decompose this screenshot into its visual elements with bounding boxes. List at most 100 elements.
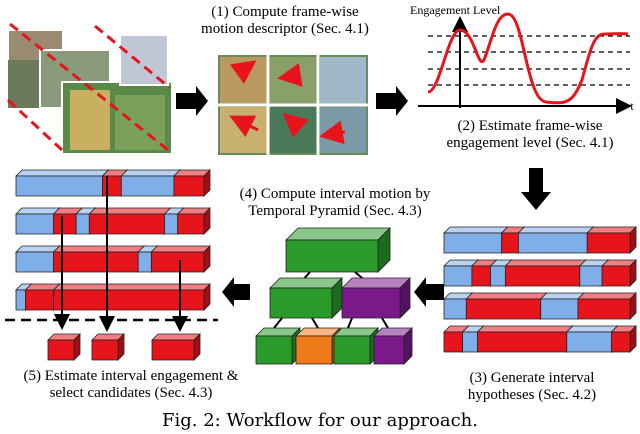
selection-bar-0-seg-0 xyxy=(15,169,110,197)
candidate-2-top xyxy=(151,333,201,341)
arrow-right-1 xyxy=(176,86,208,116)
pyramid-level-1-left xyxy=(269,277,343,319)
selection-bar-3-seg-2-top xyxy=(52,283,211,291)
selection-bar-3-seg-1-front xyxy=(24,289,54,311)
selection-bar-2-seg-3-front xyxy=(150,251,205,273)
hypothesis-bar-1-seg-4-front xyxy=(579,265,603,287)
pyramid-level-2-c xyxy=(333,327,379,365)
hypothesis-bar-1-seg-5-front xyxy=(601,265,631,287)
hypothesis-bar-0-seg-3 xyxy=(586,226,637,254)
selection-bar-0-seg-2-top xyxy=(120,169,181,177)
hypothesis-bar-0-seg-3-top xyxy=(586,226,637,234)
step3-line2: hypotheses (Sec. 4.2) xyxy=(467,387,597,403)
hypothesis-bar-3-seg-3 xyxy=(565,325,619,353)
hypothesis-bar-3-seg-4 xyxy=(610,325,637,353)
arrow-left-1 xyxy=(414,277,444,307)
selection-bar-2-seg-1 xyxy=(52,245,146,273)
hypothesis-bar-2-seg-0-front xyxy=(443,298,467,320)
hypothesis-bar-0-seg-3-front xyxy=(586,232,631,254)
hypothesis-bar-3-seg-2 xyxy=(476,325,574,353)
selection-bar-2-seg-1-top xyxy=(52,245,146,253)
step1-line2: motion descriptor (Sec. 4.1) xyxy=(201,21,369,37)
arrow-down xyxy=(521,168,551,210)
candidate-1 xyxy=(91,333,125,361)
step2-label: (2) Estimate frame-wise engagement level… xyxy=(420,118,640,152)
selection-bar-0-seg-2-front xyxy=(120,175,175,197)
plot-xlabel: t xyxy=(630,99,634,113)
step4-line1: (4) Compute interval motion by xyxy=(239,186,431,202)
hypothesis-bar-3-seg-2-top xyxy=(476,325,574,333)
hypothesis-bar-3-seg-1-front xyxy=(462,331,478,353)
selection-bar-2-seg-0-front xyxy=(15,251,54,273)
pyramid-level-2-b-front xyxy=(295,335,333,365)
pyramid-level-0-top xyxy=(285,227,391,241)
candidate-2-front xyxy=(151,339,195,361)
selection-bar-0-seg-3 xyxy=(172,169,211,197)
pyramid-level-1-left-front xyxy=(269,287,333,319)
selection-bar-1-seg-0 xyxy=(15,207,61,235)
selection-bar-2-seg-3-top xyxy=(150,245,211,253)
hypothesis-bar-2-seg-3 xyxy=(576,292,637,320)
pyramid-level-2-a-front xyxy=(255,335,293,365)
pyramid-level-1-right-front xyxy=(341,287,401,319)
selection-bar-2-seg-2-front xyxy=(137,251,152,273)
candidate-1-front xyxy=(91,339,119,361)
hypothesis-bar-1-seg-2-front xyxy=(490,265,506,287)
hypothesis-bar-3-seg-2-front xyxy=(477,331,568,353)
arrow-left-2 xyxy=(222,277,250,307)
plot-ylabel: Engagement Level xyxy=(410,3,501,17)
step4-line2: Temporal Pyramid (Sec. 4.3) xyxy=(248,203,422,219)
hypothesis-bar-1-seg-3 xyxy=(504,259,587,287)
hypothesis-bar-0-seg-2 xyxy=(517,226,595,254)
selection-bar-3-seg-2 xyxy=(52,283,211,311)
selection-bar-1-seg-2-front xyxy=(75,213,90,235)
hypothesis-bar-1-seg-3-front xyxy=(504,265,581,287)
pyramid-level-1-right xyxy=(341,277,411,319)
pyramid-level-0 xyxy=(285,227,391,273)
engagement-plot xyxy=(418,12,632,114)
pyramid-level-0-front xyxy=(285,239,379,273)
hypothesis-bar-0-seg-1-front xyxy=(501,232,519,254)
selection-bar-1-seg-3-front xyxy=(88,213,165,235)
selection-bar-1-seg-1-front xyxy=(53,213,77,235)
pyramid-level-2-a xyxy=(255,327,301,365)
step2-line1: (2) Estimate frame-wise xyxy=(457,118,603,134)
interval-hypotheses xyxy=(443,226,637,353)
figure-caption: Fig. 2: Workflow for our approach. xyxy=(162,410,478,431)
step5-label: (5) Estimate interval engagement & selec… xyxy=(0,368,262,402)
hypothesis-bar-1-seg-5 xyxy=(601,259,637,287)
step3-label: (3) Generate interval hypotheses (Sec. 4… xyxy=(432,370,632,404)
step5-line1: (5) Estimate interval engagement & xyxy=(23,368,239,384)
hypothesis-bar-3-seg-3-top xyxy=(565,325,619,333)
arrow-right-2 xyxy=(376,86,408,116)
hypothesis-bar-2-seg-1-front xyxy=(465,298,542,320)
step5-line2: select candidates (Sec. 4.3) xyxy=(49,385,213,401)
hypothesis-bar-0-seg-0-top xyxy=(443,226,509,234)
candidate-0-front xyxy=(47,339,75,361)
hypothesis-bar-2-seg-3-front xyxy=(577,298,631,320)
step4-label: (4) Compute interval motion by Temporal … xyxy=(220,186,450,220)
engagement-curve xyxy=(427,12,629,105)
candidate-2 xyxy=(151,333,201,361)
selection-bar-1-seg-5-front xyxy=(177,213,205,235)
selection-bar-0-seg-2 xyxy=(120,169,181,197)
pyramid-level-2-d xyxy=(373,327,413,365)
hypothesis-bar-1-seg-1-front xyxy=(471,265,491,287)
pyramid-level-1-left-top xyxy=(269,277,343,289)
hypothesis-bar-1-seg-3-top xyxy=(504,259,587,267)
hypothesis-bar-1-seg-0-front xyxy=(443,265,473,287)
step3-line1: (3) Generate interval xyxy=(469,370,595,386)
selection-bar-2-seg-0 xyxy=(15,245,61,273)
selection-bar-2-seg-1-front xyxy=(53,251,139,273)
selection-arrows xyxy=(5,176,218,332)
flow-arrows xyxy=(176,86,551,307)
temporal-pyramid xyxy=(255,227,413,365)
hypothesis-bar-0-seg-0 xyxy=(443,226,509,254)
selection-bar-1-seg-0-front xyxy=(15,213,54,235)
selection-bar-1-seg-3-top xyxy=(88,207,172,215)
hypothesis-bar-3-seg-0-front xyxy=(443,331,464,353)
selection-bar-2-seg-3 xyxy=(150,245,211,273)
selection-bar-0-seg-0-front xyxy=(15,175,103,197)
hypothesis-bar-2-seg-2 xyxy=(539,292,585,320)
selection-bar-1-seg-3 xyxy=(88,207,172,235)
